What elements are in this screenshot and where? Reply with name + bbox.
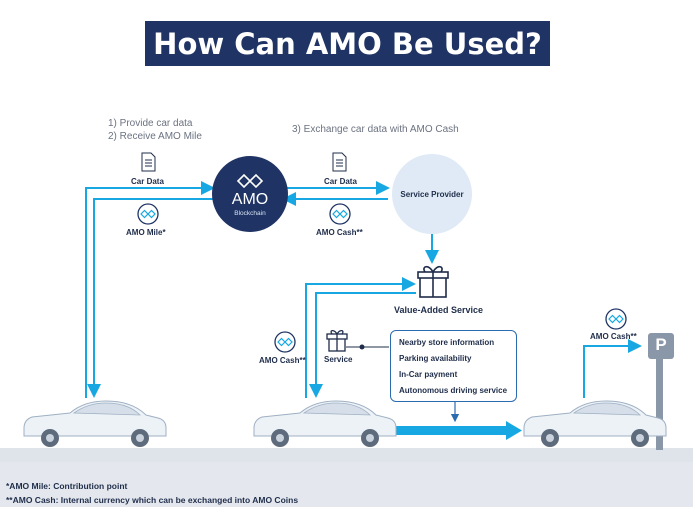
- car-data-label-left: Car Data: [131, 177, 164, 186]
- service-provider-circle: [392, 154, 472, 234]
- amo-hub-circle: [212, 156, 288, 232]
- document-icon: [141, 152, 156, 172]
- service-label: Service: [324, 355, 353, 364]
- footnote-area: *AMO Mile: Contribution point **AMO Cash…: [0, 462, 693, 507]
- parking-sign-label: P: [655, 335, 667, 354]
- step-1-label: 1) Provide car data: [108, 118, 193, 129]
- parking-sign: [648, 333, 674, 359]
- page-title: How Can AMO Be Used?: [145, 21, 550, 66]
- arrow-vas-to-mid-car: [309, 292, 416, 398]
- car-middle: [253, 400, 397, 447]
- hub-subtitle: Blockchain: [234, 210, 266, 217]
- amo-cash-label-mid: AMO Cash**: [259, 356, 306, 365]
- amo-coin-icon: [274, 331, 296, 353]
- service-provider-label: Service Provider: [400, 190, 464, 199]
- amo-cash-label-top: AMO Cash**: [316, 228, 363, 237]
- step-2-label: 2) Receive AMO Mile: [108, 131, 202, 142]
- arrow-mid-car-to-vas: [305, 277, 416, 398]
- big-arrow-shaft: [388, 426, 506, 435]
- road-strip: [0, 448, 693, 462]
- value-added-service-label: Value-Added Service: [394, 305, 484, 315]
- parking-pole: [656, 357, 663, 450]
- list-item: Autonomous driving service: [399, 386, 508, 395]
- amo-coin-icon: [329, 203, 351, 225]
- big-arrow-head: [506, 421, 522, 440]
- car-right: [523, 400, 667, 447]
- amo-coin-icon: [605, 308, 627, 330]
- amo-coin-icon: [137, 203, 159, 225]
- gift-icon: [417, 265, 449, 298]
- amo-mile-label: AMO Mile*: [126, 228, 166, 237]
- arrow-amo-to-car: [87, 198, 215, 398]
- hub-name: AMO: [231, 191, 269, 208]
- footnote-amo-cash: **AMO Cash: Internal currency which can …: [6, 495, 299, 505]
- arrow-right-car-to-parking: [583, 339, 642, 398]
- list-item: Nearby store information: [399, 338, 495, 347]
- amo-cash-label-right: AMO Cash**: [590, 332, 637, 341]
- footnote-amo-mile: *AMO Mile: Contribution point: [6, 481, 128, 491]
- service-list: Nearby store information Parking availab…: [390, 330, 517, 402]
- list-item: In-Car payment: [399, 370, 458, 379]
- car-data-label-right: Car Data: [324, 177, 357, 186]
- step-3-label: 3) Exchange car data with AMO Cash: [292, 124, 459, 135]
- list-item: Parking availability: [399, 354, 472, 363]
- amo-logo-icon: [236, 173, 264, 189]
- gift-icon: [326, 329, 348, 352]
- car-left: [23, 400, 167, 447]
- arrow-car-to-amo: [85, 181, 215, 398]
- service-connector-dot: [359, 344, 365, 350]
- document-icon: [332, 152, 347, 172]
